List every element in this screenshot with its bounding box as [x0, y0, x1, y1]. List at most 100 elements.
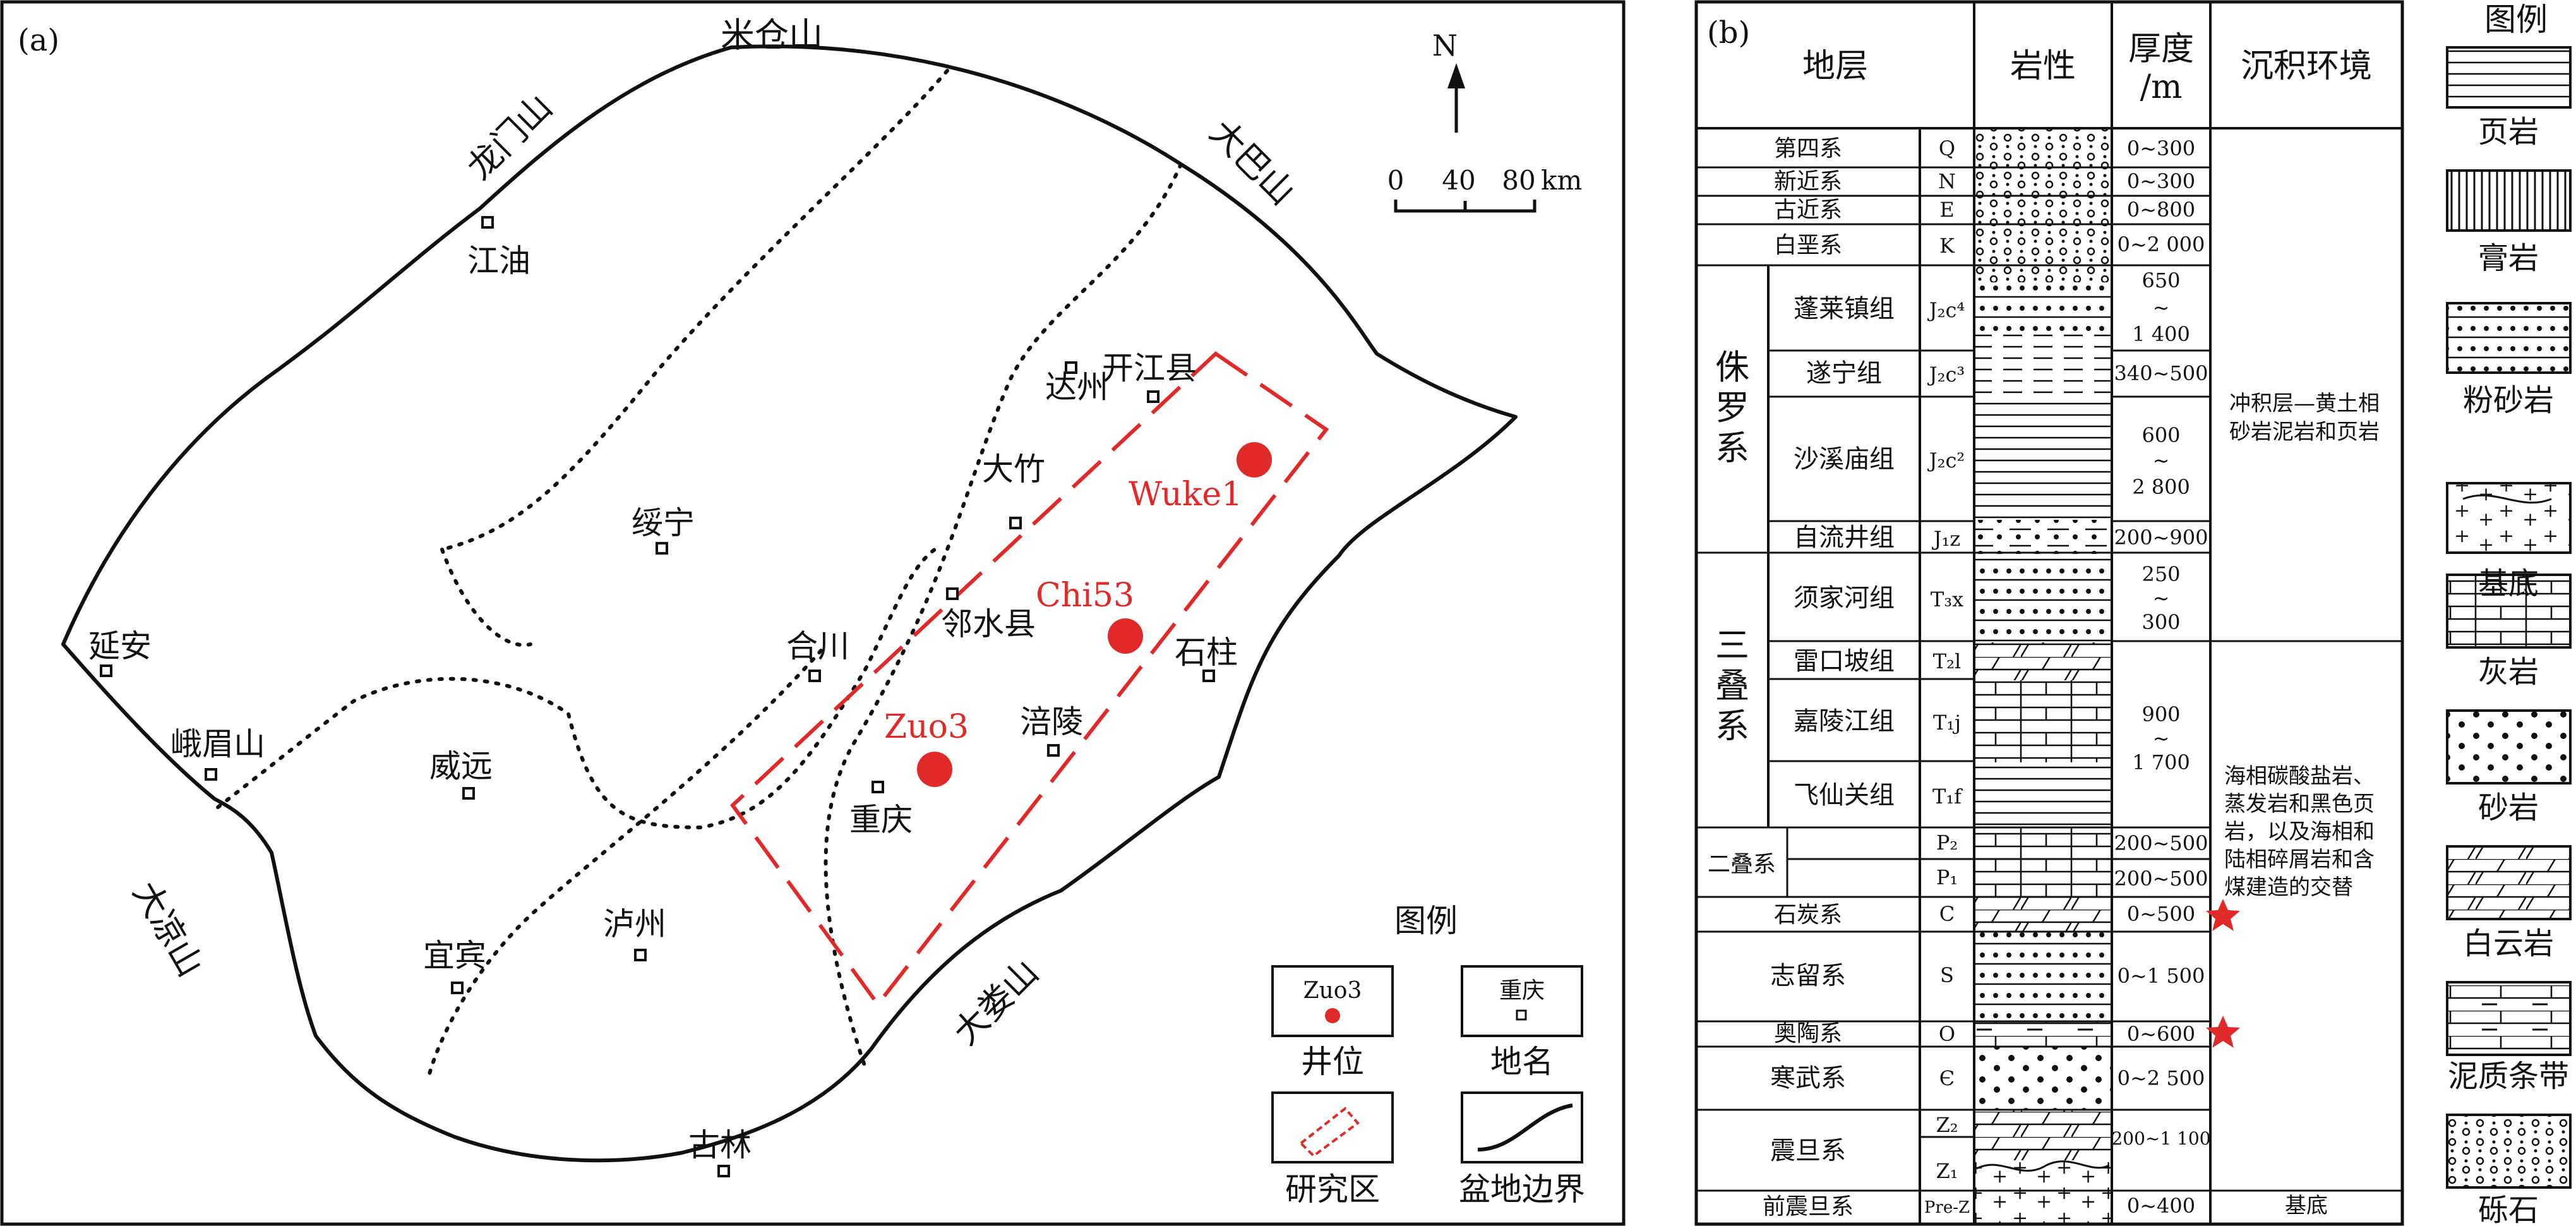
row-e-code: E	[1939, 198, 1954, 222]
scale-tick-40: 40	[1442, 165, 1475, 196]
system-triassic: 三叠系	[1715, 625, 1749, 746]
place-weiyuan: 威远	[429, 748, 493, 784]
row-t3x-code: T₃x	[1931, 587, 1963, 611]
row-j2c3-name: 遂宁组	[1806, 359, 1882, 388]
panel-a-label: (a)	[18, 23, 59, 58]
row-t3x-thick-3: 300	[2142, 610, 2180, 634]
row-n-code: N	[1938, 169, 1956, 193]
row-s-name: 志留系	[1770, 961, 1846, 990]
lith-legend-title: 图例	[2484, 1, 2548, 38]
star-icon	[2206, 1016, 2240, 1048]
env-base: 基底	[2285, 1193, 2328, 1218]
env-upper-1: 冲积层—黄土相	[2229, 391, 2380, 416]
row-t3x-name: 须家河组	[1794, 584, 1895, 613]
row-z-thick: 200~1 100	[2111, 1128, 2210, 1149]
well-chi53-label: Chi53	[1036, 577, 1134, 615]
row-p1-code: P₁	[1936, 865, 1958, 889]
place-gulin: 古林	[688, 1127, 752, 1163]
place-fuling: 涪陵	[1020, 704, 1083, 740]
north-label: N	[1432, 28, 1458, 63]
well-wuke1-marker	[1237, 442, 1272, 478]
row-p1-thick: 200~500	[2114, 867, 2208, 891]
place-linshui: 邻水县	[941, 606, 1036, 642]
row-j2c3-code: J₂c³	[1927, 363, 1965, 387]
well-zuo3-label: Zuo3	[884, 708, 969, 746]
scale-bar: 0 40 80 km	[1387, 165, 1582, 213]
row-p2-thick: 200~500	[2114, 831, 2208, 855]
row-o-thick: 0~600	[2127, 1022, 2195, 1046]
row-e-name: 古近系	[1774, 197, 1842, 223]
scale-tick-0: 0	[1387, 165, 1405, 196]
panel-a: (a) N 0 40 80 km 米仓山 龙门山 大巴山	[0, 0, 1626, 1226]
place-chongqing: 重庆	[849, 802, 913, 838]
mountain-longmen: 龙门山	[459, 87, 560, 187]
row-t-thick-1: 900	[2142, 702, 2180, 726]
place-dazhu: 大竹	[982, 451, 1045, 488]
row-cam-thick: 0~2 500	[2118, 1066, 2205, 1090]
mountain-micang: 米仓山	[721, 15, 823, 55]
env-mid-3: 岩，以及海相和	[2224, 819, 2375, 844]
row-c-name: 石炭系	[1774, 902, 1842, 928]
row-cam-name: 寒武系	[1770, 1064, 1846, 1093]
header-strata: 地层	[1802, 47, 1868, 85]
lith-legend-item-2: 粉砂岩	[2463, 383, 2554, 418]
place-luzhou: 泸州	[603, 906, 666, 942]
lith-legend-item-4: 灰岩	[2478, 654, 2539, 690]
row-q-code: Q	[1939, 136, 1955, 160]
lith-legend-item-7: 泥质条带	[2448, 1059, 2569, 1094]
place-yibin: 宜宾	[423, 937, 486, 974]
lith-legend-item-1: 膏岩	[2478, 241, 2539, 276]
env-mid-1: 海相碳酸盐岩、	[2224, 764, 2375, 789]
row-e-thick: 0~800	[2127, 198, 2195, 222]
legend-boundary-label: 盆地边界	[1459, 1171, 1585, 1208]
row-c-code: C	[1939, 902, 1955, 926]
row-q-name: 第四系	[1774, 136, 1842, 162]
row-z-code-1: Z₁	[1936, 1159, 1958, 1183]
row-j2c4-thick-3: 1 400	[2132, 322, 2190, 346]
env-mid-4: 陆相碎屑岩和含	[2224, 847, 2375, 872]
place-jiangyou: 江油	[467, 243, 530, 279]
lith-legend-item-5: 砂岩	[2478, 790, 2539, 826]
header-lithology: 岩性	[2010, 47, 2076, 85]
header-thickness: 厚度	[2128, 30, 2194, 68]
row-n-thick: 0~300	[2127, 169, 2195, 193]
place-shizhu: 石柱	[1175, 634, 1238, 671]
row-t-thick-3: 1 700	[2132, 750, 2190, 774]
place-hechuan: 合川	[786, 628, 849, 664]
row-j2c4-code: J₂c⁴	[1927, 298, 1965, 322]
well-zuo3-marker	[917, 752, 952, 787]
row-o-name: 奥陶系	[1774, 1021, 1842, 1047]
well-chi53-marker	[1108, 618, 1143, 654]
row-j1z-code: J₁z	[1932, 527, 1961, 551]
row-t1f-code: T₁f	[1932, 784, 1963, 808]
row-t3x-thick-1: 250	[2142, 562, 2180, 586]
row-t3x-thick-2: ~	[2153, 586, 2170, 610]
row-j2c4-thick-2: ~	[2153, 296, 2170, 320]
row-c-thick: 0~500	[2127, 902, 2195, 926]
place-kaijiang: 开江县	[1102, 350, 1197, 387]
row-j2c2-thick-3: 2 800	[2132, 475, 2190, 499]
place-yanan: 延安	[88, 628, 152, 664]
system-labels: 侏罗系 三叠系	[1715, 347, 1749, 746]
header-environment: 沉积环境	[2241, 47, 2372, 85]
system-permian: 二叠系	[1708, 851, 1776, 877]
row-prez-thick: 0~400	[2127, 1194, 2195, 1218]
row-j2c4-name: 蓬莱镇组	[1794, 294, 1895, 323]
legend-place-sample: 重庆	[1499, 978, 1545, 1004]
study-area	[730, 351, 1329, 1007]
basin-boundary	[61, 44, 1518, 1163]
env-upper-2: 砂岩泥岩和页岩	[2229, 419, 2380, 445]
row-s-code: S	[1940, 963, 1954, 987]
north-arrow: N	[1432, 28, 1465, 133]
row-t-thick-2: ~	[2153, 726, 2170, 750]
row-t1j-code: T₁j	[1933, 711, 1961, 735]
row-k-name: 白垩系	[1774, 232, 1842, 258]
env-mid-2: 蒸发岩和黑色页	[2224, 791, 2375, 817]
scale-tick-80: 80	[1502, 165, 1535, 196]
well-wuke1-label: Wuke1	[1129, 476, 1242, 514]
row-k-thick: 0~2 000	[2118, 232, 2205, 256]
panel-b-label: (b)	[1707, 15, 1750, 51]
lith-legend-item-0: 页岩	[2478, 114, 2539, 150]
lith-legend-item-6: 白云岩	[2463, 926, 2554, 961]
legend-place-label: 地名	[1490, 1043, 1554, 1080]
